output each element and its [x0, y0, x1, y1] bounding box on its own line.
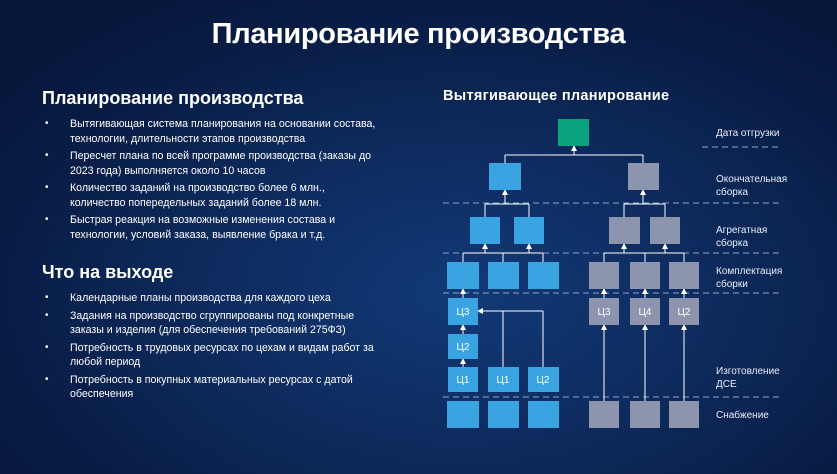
workshop-block — [528, 367, 559, 392]
bullet-item: Потребность в трудовых ресурсах по цехам… — [42, 341, 382, 370]
connector-lines — [460, 145, 687, 401]
workshop-block — [589, 298, 619, 325]
workshop-label: Ц1 — [497, 375, 510, 386]
kitting-block — [589, 262, 619, 289]
workshop-block — [448, 367, 478, 392]
section-heading-output: Что на выходе — [42, 262, 174, 282]
supply-block — [630, 401, 660, 428]
final-assembly-block — [489, 163, 521, 190]
kitting-block — [488, 262, 519, 289]
aggregate-block — [470, 217, 500, 244]
workshop-label: Ц2 — [678, 307, 691, 318]
kitting-block — [669, 262, 699, 289]
bullet-item: Пересчет плана по всей программе произво… — [42, 149, 382, 178]
workshop-label: Ц2 — [537, 375, 550, 386]
aggregate-block — [514, 217, 544, 244]
workshop-label: Ц3 — [598, 307, 611, 318]
diagram-title: Вытягивающее планирование — [443, 88, 670, 104]
supply-block — [488, 401, 519, 428]
level-label-aggregate-assembly: Агрегатная сборка — [716, 225, 768, 249]
final-assembly-block — [628, 163, 659, 190]
workshop-block — [448, 298, 478, 325]
root-block — [558, 119, 589, 146]
level-label-manufacturing: Изготовление ДСЕ — [716, 366, 780, 390]
level-label-supply: Снабжение — [716, 410, 769, 421]
workshop-block — [669, 298, 699, 325]
bullet-item: Вытягивающая система планирования на осн… — [42, 117, 382, 146]
workshop-label: Ц4 — [639, 307, 652, 318]
level-label-shipping-date: Дата отгрузки — [716, 128, 780, 139]
level-label-kitting: Комплектация сборки — [716, 266, 783, 290]
workshop-block — [630, 298, 660, 325]
block-labels: Ц3 Ц2 Ц1 Ц1 Ц2 Ц3 Ц4 Ц2 — [457, 307, 691, 386]
supply-block — [528, 401, 559, 428]
workshop-label: Ц1 — [457, 375, 470, 386]
workshop-label: Ц3 — [457, 307, 470, 318]
bullet-item: Задания на производство сгруппированы по… — [42, 309, 382, 338]
planning-bullet-list: Вытягивающая система планирования на осн… — [42, 117, 382, 245]
aggregate-block — [609, 217, 640, 244]
bullet-item: Календарные планы производства для каждо… — [42, 291, 382, 306]
diagram-blocks — [447, 119, 699, 428]
bullet-item: Количество заданий на производство более… — [42, 181, 382, 210]
level-separators — [443, 146, 780, 398]
supply-block — [669, 401, 699, 428]
bullet-item: Быстрая реакция на возможные изменения с… — [42, 213, 382, 242]
bullet-item: Потребность в покупных материальных ресу… — [42, 373, 382, 402]
kitting-block — [528, 262, 559, 289]
supply-block — [447, 401, 479, 428]
output-bullet-list: Календарные планы производства для каждо… — [42, 291, 382, 405]
kitting-block — [447, 262, 479, 289]
workshop-block — [448, 334, 478, 359]
section-heading-planning: Планирование производства — [42, 88, 304, 108]
workshop-block — [488, 367, 519, 392]
level-label-final-assembly: Окончательная сборка — [716, 174, 788, 198]
supply-block — [589, 401, 619, 428]
workshop-label: Ц2 — [457, 342, 470, 353]
aggregate-block — [650, 217, 680, 244]
slide-title: Планирование производства — [211, 18, 626, 50]
kitting-block — [630, 262, 660, 289]
